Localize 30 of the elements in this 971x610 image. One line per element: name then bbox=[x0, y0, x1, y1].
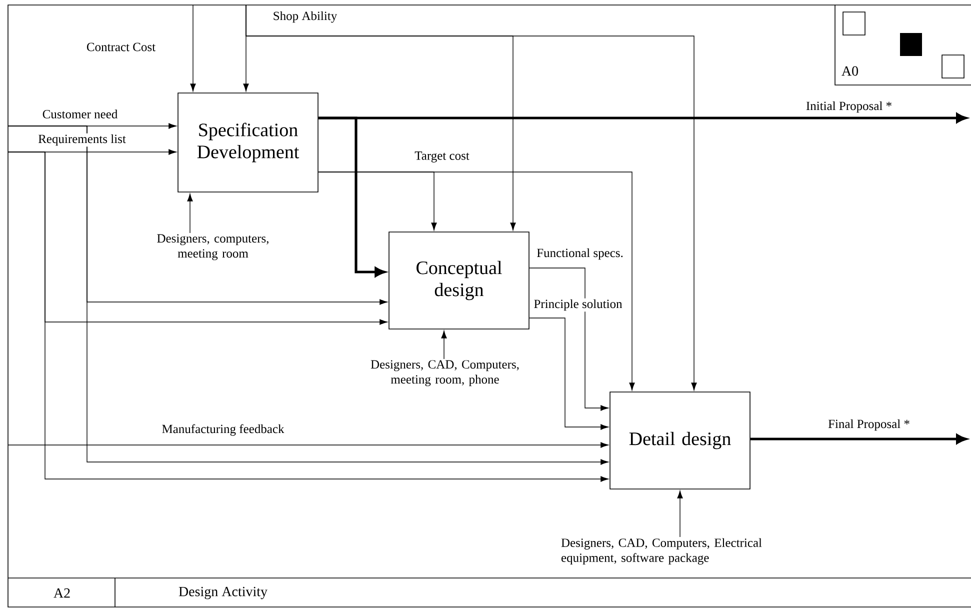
arrow bbox=[529, 268, 608, 411]
arrow bbox=[190, 4, 196, 92]
resource-text: Designers, computers, meeting room bbox=[157, 234, 268, 260]
arrow bbox=[318, 116, 386, 277]
arrow bbox=[677, 490, 683, 538]
arrow bbox=[318, 172, 635, 390]
process-box: Detail design bbox=[610, 392, 750, 490]
resource-text: Designers, CAD, Computers, meeting room, phone bbox=[370, 360, 519, 386]
edge-label: Target cost bbox=[414, 150, 470, 164]
arrow bbox=[441, 330, 447, 360]
process-box: Specification Development bbox=[178, 92, 318, 192]
edge-label: Contract Cost bbox=[85, 42, 157, 52]
edge-label: Requirements list bbox=[37, 133, 127, 147]
arrow bbox=[246, 4, 697, 390]
edge-label: Principle solution bbox=[532, 298, 624, 312]
node-number: A0 bbox=[842, 66, 858, 76]
edge-label: Functional specs. bbox=[536, 247, 624, 261]
arrow bbox=[8, 442, 608, 448]
edge-label: Manufacturing feedback bbox=[160, 423, 286, 437]
edge-label: Final Proposal * bbox=[827, 418, 911, 432]
edge-label: Initial Proposal * bbox=[804, 100, 894, 114]
process-box: Conceptual design bbox=[388, 232, 530, 330]
resource-text: Designers, CAD, Computers, Electrical equipment, software package bbox=[561, 538, 762, 565]
diagram-title: Design Activity bbox=[178, 586, 268, 600]
node-number: A2 bbox=[54, 588, 70, 598]
edge-label: Shop Ability bbox=[272, 10, 338, 24]
edge-label: Customer need bbox=[41, 108, 119, 120]
arrow bbox=[187, 194, 193, 234]
arrow bbox=[750, 434, 967, 444]
arrow bbox=[529, 318, 608, 430]
